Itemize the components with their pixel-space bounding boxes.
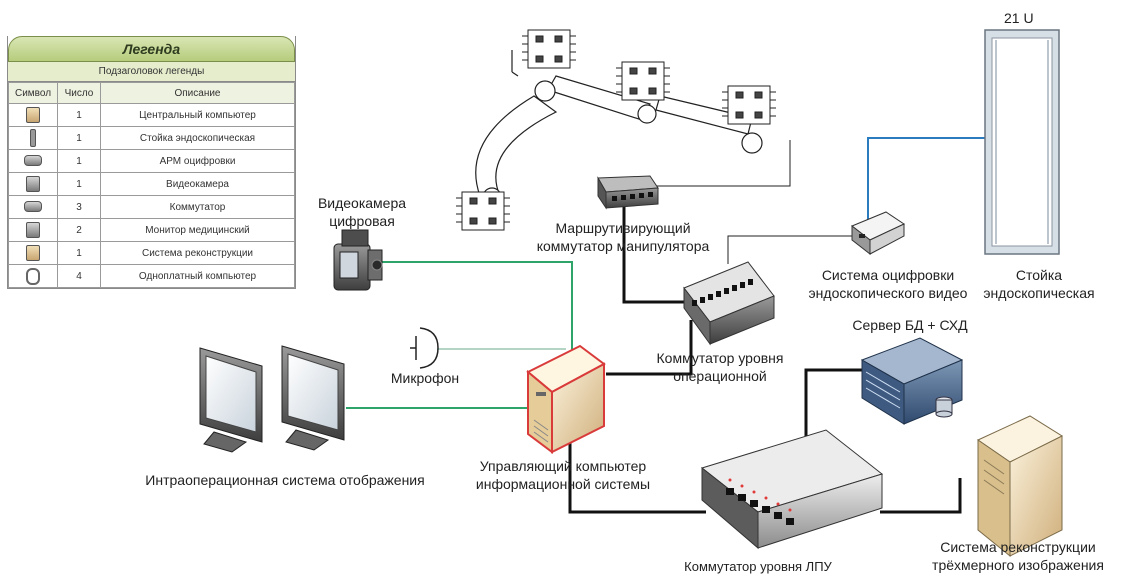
endoscopic-rack-icon bbox=[30, 129, 36, 147]
legend-header-row: Символ Число Описание bbox=[8, 82, 295, 104]
legend-description: Стойка эндоскопическая bbox=[100, 126, 295, 150]
legend-description: Видеокамера bbox=[100, 172, 295, 196]
legend-subtitle: Подзаголовок легенды bbox=[8, 62, 295, 82]
legend-row: 1 Система реконструкции bbox=[8, 241, 295, 265]
legend-count: 1 bbox=[57, 126, 101, 150]
endoscopic-rack-icon[interactable] bbox=[984, 29, 1060, 255]
database-server-icon[interactable] bbox=[860, 337, 964, 425]
green-links bbox=[346, 261, 573, 409]
medical-monitor-icon bbox=[26, 222, 40, 238]
legend-description: Система реконструкции bbox=[100, 241, 295, 265]
control-computer-icon[interactable] bbox=[526, 344, 606, 454]
digitizer-label: Система оцифровки эндоскопического видео bbox=[808, 267, 968, 301]
manipulator-arm bbox=[475, 50, 763, 207]
legend-row: 4 Одноплатный компьютер bbox=[8, 264, 295, 288]
legend-table: Легенда Подзаголовок легенды Символ Числ… bbox=[7, 36, 296, 289]
legend-row: 1 АРМ оцифровки bbox=[8, 149, 295, 173]
legend-count: 4 bbox=[57, 264, 101, 288]
thin-links bbox=[648, 140, 852, 264]
digitization-workstation-icon bbox=[24, 155, 42, 167]
reconstruction-system-icon[interactable] bbox=[976, 415, 1064, 558]
legend-count: 2 bbox=[57, 218, 101, 242]
legend-count: 1 bbox=[57, 241, 101, 265]
legend-description: Одноплатный компьютер bbox=[100, 264, 295, 288]
legend-count: 1 bbox=[57, 172, 101, 196]
legend-row: 2 Монитор медицинский bbox=[8, 218, 295, 242]
hospital-switch-icon[interactable] bbox=[700, 429, 884, 550]
single-board-computer-icon bbox=[26, 267, 40, 285]
rack-units-label: 21 U bbox=[1004, 10, 1034, 26]
central-computer-icon bbox=[26, 107, 40, 123]
operating-room-switch-icon[interactable] bbox=[683, 261, 775, 346]
camera-label: Видеокамера цифровая bbox=[317, 195, 407, 229]
switch-icon bbox=[24, 201, 42, 213]
medical-monitor-icon[interactable] bbox=[199, 347, 263, 453]
single-board-computers bbox=[456, 29, 776, 231]
server-label: Сервер БД + СХД bbox=[852, 317, 968, 333]
legend-count: 3 bbox=[57, 195, 101, 219]
router-switch-icon[interactable] bbox=[597, 175, 659, 210]
legend-count: 1 bbox=[57, 103, 101, 127]
legend-title: Легенда bbox=[8, 36, 295, 62]
legend-description: Центральный компьютер bbox=[100, 103, 295, 127]
legend-header-symbol: Символ bbox=[8, 82, 58, 104]
reconstruction-label: Система реконструкции трёхмерного изобра… bbox=[932, 539, 1104, 573]
rack-label: Стойка эндоскопическая bbox=[983, 267, 1095, 301]
reconstruction-system-icon bbox=[26, 245, 40, 261]
microphone-icon[interactable] bbox=[410, 327, 439, 369]
legend-description: АРМ оцифровки bbox=[100, 149, 295, 173]
legend-description: Монитор медицинский bbox=[100, 218, 295, 242]
microphone-label: Микрофон bbox=[390, 370, 460, 386]
legend-header-description: Описание bbox=[100, 82, 295, 104]
legend-description: Коммутатор bbox=[100, 195, 295, 219]
router-label: Маршрутивирующий коммутатор манипулятора bbox=[536, 220, 710, 254]
digitization-system-icon[interactable] bbox=[851, 211, 906, 256]
operating-room-switch-label: Коммутатор уровня операционной bbox=[656, 350, 784, 384]
blue-links bbox=[867, 137, 996, 222]
legend-row: 1 Видеокамера bbox=[8, 172, 295, 196]
video-camera-icon bbox=[26, 176, 40, 192]
video-camera-icon[interactable] bbox=[333, 229, 383, 291]
legend-grid: Символ Число Описание 1 Центральный комп… bbox=[8, 82, 295, 288]
hospital-switch-label: Коммутатор уровня ЛПУ bbox=[684, 559, 832, 574]
legend-row: 1 Центральный компьютер bbox=[8, 103, 295, 127]
control-computer-label: Управляющий компьютер информационной сис… bbox=[475, 458, 651, 492]
legend-row: 1 Стойка эндоскопическая bbox=[8, 126, 295, 150]
medical-monitor-icon[interactable] bbox=[281, 345, 345, 451]
legend-row: 3 Коммутатор bbox=[8, 195, 295, 219]
legend-header-count: Число bbox=[57, 82, 101, 104]
legend-count: 1 bbox=[57, 149, 101, 173]
display-system-label: Интраоперационная система отображения bbox=[145, 472, 425, 488]
